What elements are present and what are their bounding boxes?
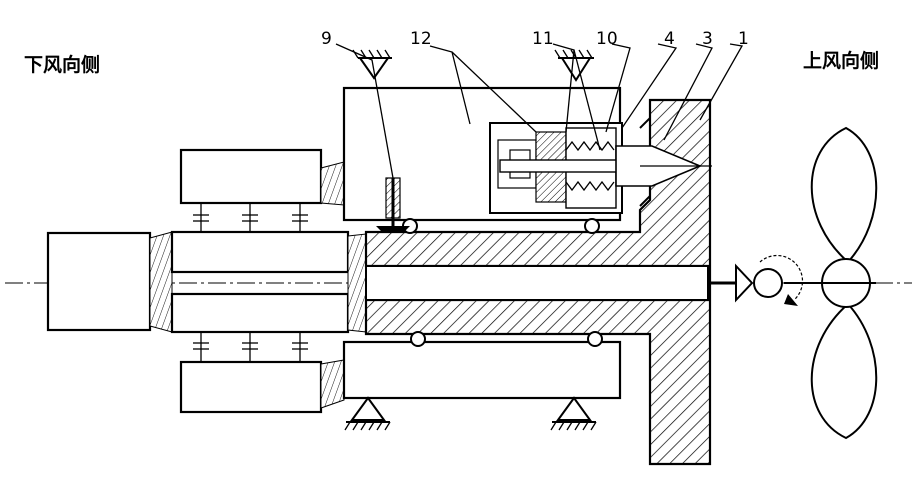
part-number-3: 3	[702, 29, 713, 49]
part-number-11: 11	[532, 29, 554, 49]
capacitor-row-lower	[193, 332, 308, 362]
generator-coupling	[150, 232, 172, 332]
part-number-4: 4	[664, 29, 675, 49]
ground-support-bottom-left	[345, 398, 390, 430]
gearbox-housing-lower	[181, 362, 321, 412]
part-number-9: 9	[321, 29, 332, 49]
generator-box	[48, 233, 150, 330]
part-number-1: 1	[738, 29, 749, 49]
lower-housing	[344, 342, 620, 398]
bearing-bottom-left	[411, 332, 425, 346]
shaft-bore	[366, 266, 708, 300]
rotor-sensor-triangle	[736, 266, 752, 300]
gearbox-upper-link	[321, 162, 344, 205]
part-number-10: 10	[596, 29, 618, 49]
gearbox-shaft-upper	[172, 232, 348, 272]
bearing-bottom-right	[588, 332, 602, 346]
bearing-top-right	[585, 219, 599, 233]
rotor-blades	[784, 128, 876, 438]
gearbox-housing-upper	[181, 150, 321, 203]
ground-support-bottom-right	[551, 398, 596, 430]
gearbox-lower-link	[321, 360, 344, 408]
rotor-sensor-circle	[754, 269, 782, 297]
gearbox-shaft-coupling	[348, 234, 366, 332]
part-number-12: 12	[410, 29, 432, 49]
gearbox-shaft-lower	[172, 294, 348, 332]
rotation-arrowhead	[784, 294, 798, 306]
capacitor-row-upper	[193, 203, 308, 232]
